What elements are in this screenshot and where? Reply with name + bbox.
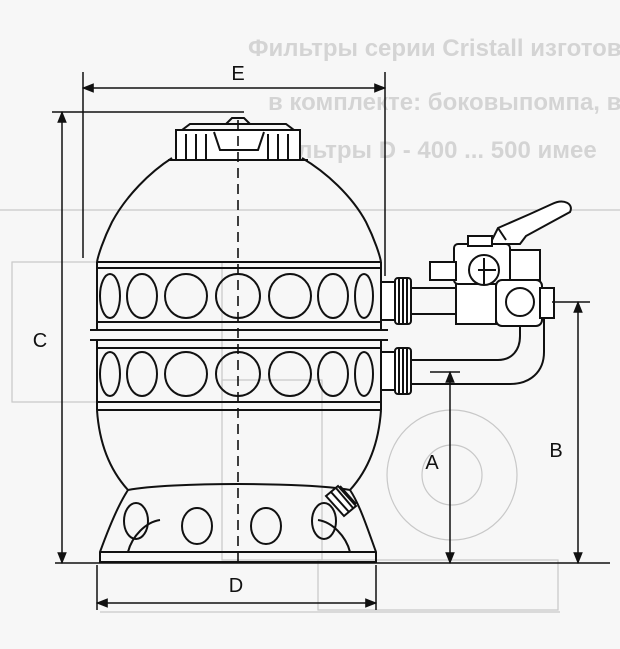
bleed-line-3: Фильтры D - 400 ... 500 имее <box>262 137 597 164</box>
tank-connectors <box>380 277 412 395</box>
dimension-lines <box>52 72 610 610</box>
dimension-label-c: C <box>33 330 47 352</box>
bleed-through-text: Фильтры серии Cristall изготов в комплек… <box>248 35 620 164</box>
multiport-valve <box>429 200 572 327</box>
drain-plug <box>324 484 358 518</box>
pipes <box>411 287 545 385</box>
tank-windows <box>99 273 374 545</box>
dimension-label-d: D <box>229 575 243 597</box>
bleed-line-2: в комплекте: боковыпомпа, в <box>268 89 620 116</box>
dimension-label-a: A <box>425 452 439 474</box>
dimension-label-b: B <box>549 440 562 462</box>
bleed-line-1: Фильтры серии Cristall изготов <box>248 35 620 62</box>
dimension-label-e: E <box>231 63 244 85</box>
